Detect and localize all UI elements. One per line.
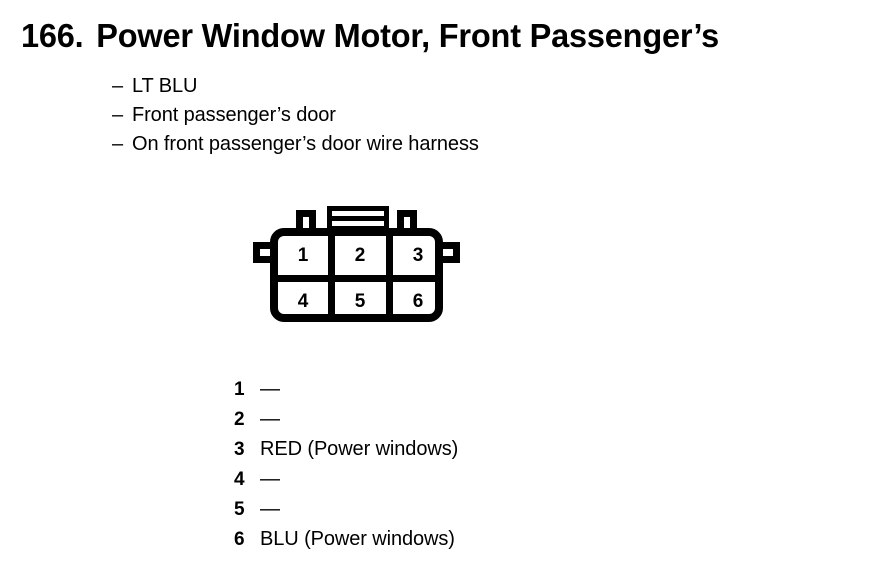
connector-side-tab-right-icon: [438, 242, 460, 263]
spec-item: –LT BLU: [112, 72, 752, 101]
spec-item-label: LT BLU: [132, 75, 198, 97]
spec-item: –On front passenger’s door wire harness: [112, 130, 752, 159]
pin-legend-value: RED (Power windows): [260, 438, 459, 460]
connector-pin-6: 6: [412, 291, 424, 312]
connector-body: 1 2 3 4 5 6: [270, 228, 443, 322]
pin-legend-number: 4: [234, 469, 245, 490]
pin-legend-number: 2: [234, 409, 245, 430]
connector-diagram: 1 2 3 4 5 6: [250, 198, 465, 328]
connector-pin-3: 3: [412, 245, 424, 266]
page-title: 166. Power Window Motor, Front Passenger’…: [21, 19, 719, 52]
pin-legend-row: 5—: [234, 494, 458, 524]
pin-legend-value: BLU (Power windows): [260, 528, 455, 550]
pin-legend-value: —: [260, 408, 280, 430]
spec-list: –LT BLU –Front passenger’s door –On fron…: [112, 72, 752, 159]
dash-bullet-icon: –: [112, 133, 124, 155]
spec-item-label: Front passenger’s door: [132, 104, 336, 126]
pin-legend-row: 6 BLU (Power windows): [234, 524, 458, 554]
pin-legend-value: —: [260, 378, 280, 400]
pin-legend-number: 1: [234, 379, 245, 400]
dash-bullet-icon: –: [112, 104, 124, 126]
pin-legend-number: 6: [234, 529, 245, 550]
spec-item-label: On front passenger’s door wire harness: [132, 133, 479, 155]
pin-legend-value: —: [260, 468, 280, 490]
pin-legend-row: 1—: [234, 374, 458, 404]
pin-legend-row: 4—: [234, 464, 458, 494]
connector-pin-5: 5: [354, 291, 366, 312]
pin-legend-number: 3: [234, 439, 245, 460]
pin-legend-row: 3 RED (Power windows): [234, 434, 458, 464]
connector-key-slot-upper: [332, 216, 384, 221]
connector-pin-2: 2: [354, 245, 366, 266]
dash-bullet-icon: –: [112, 75, 124, 97]
pin-legend-number: 5: [234, 499, 245, 520]
connector-pin-1: 1: [297, 245, 309, 266]
pin-legend-value: —: [260, 498, 280, 520]
connector-side-tab-left-icon: [253, 242, 275, 263]
pin-legend-row: 2—: [234, 404, 458, 434]
connector-divider-horizontal: [278, 275, 435, 282]
page-title-text: Power Window Motor, Front Passenger’s: [96, 17, 720, 54]
connector-pin-4: 4: [297, 291, 309, 312]
page-title-number: 166.: [21, 17, 84, 54]
spec-item: –Front passenger’s door: [112, 101, 752, 130]
